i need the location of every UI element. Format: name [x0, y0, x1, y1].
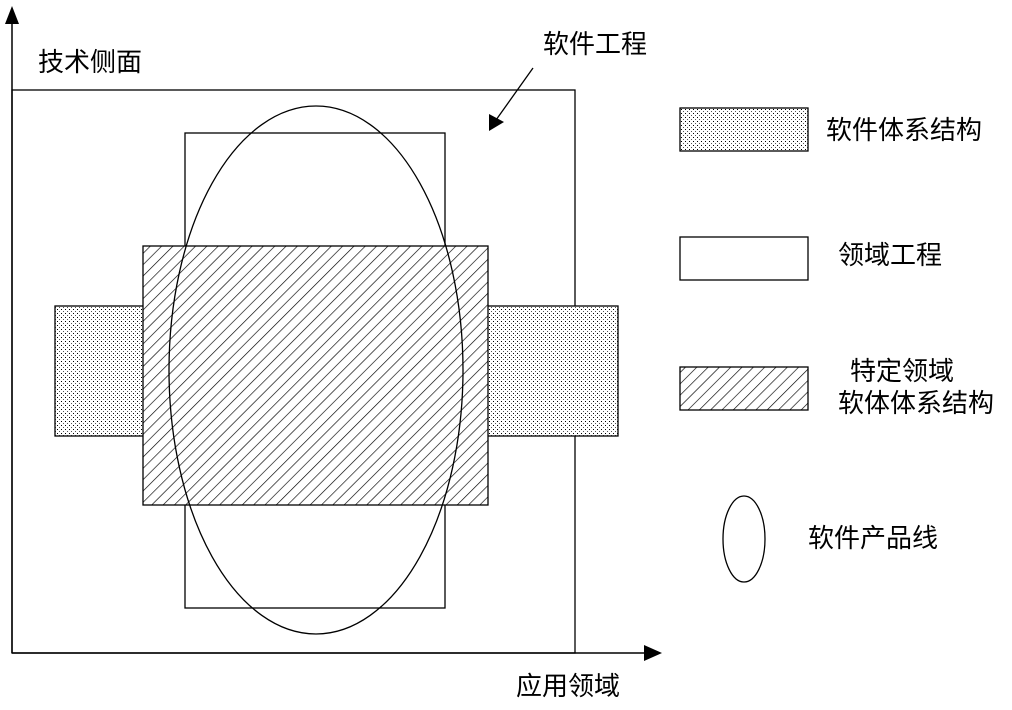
- legend-label-software-architecture: 软件体系结构: [826, 116, 983, 146]
- x-axis-arrowhead: [644, 645, 662, 661]
- legend-swatch-plain: [679, 236, 809, 281]
- software-engineering-pointer: [495, 67, 534, 121]
- x-axis-label: 应用领域: [516, 672, 621, 702]
- legend-label-domain-specific-line2: 软体体系结构: [837, 389, 994, 419]
- domain-specific-architecture-rect: [142, 245, 489, 506]
- software-engineering-label: 软件工程: [543, 30, 648, 60]
- legend-swatch-hatched: [679, 366, 809, 411]
- legend-label-domain-engineering: 领域工程: [838, 241, 943, 271]
- legend-label-domain-specific-architecture: 特定领域 软体体系结构: [826, 356, 1006, 420]
- legend-swatch-dotted: [679, 107, 809, 152]
- legend-label-domain-specific-line1: 特定领域: [849, 357, 954, 387]
- software-engineering-pointer-head: [489, 114, 504, 131]
- y-axis-label: 技术侧面: [38, 48, 143, 78]
- software-product-line-ellipse: [168, 105, 464, 635]
- legend-label-software-product-line: 软件产品线: [808, 524, 939, 554]
- y-axis-arrowhead: [5, 6, 19, 24]
- legend-swatch-ellipse: [722, 495, 766, 583]
